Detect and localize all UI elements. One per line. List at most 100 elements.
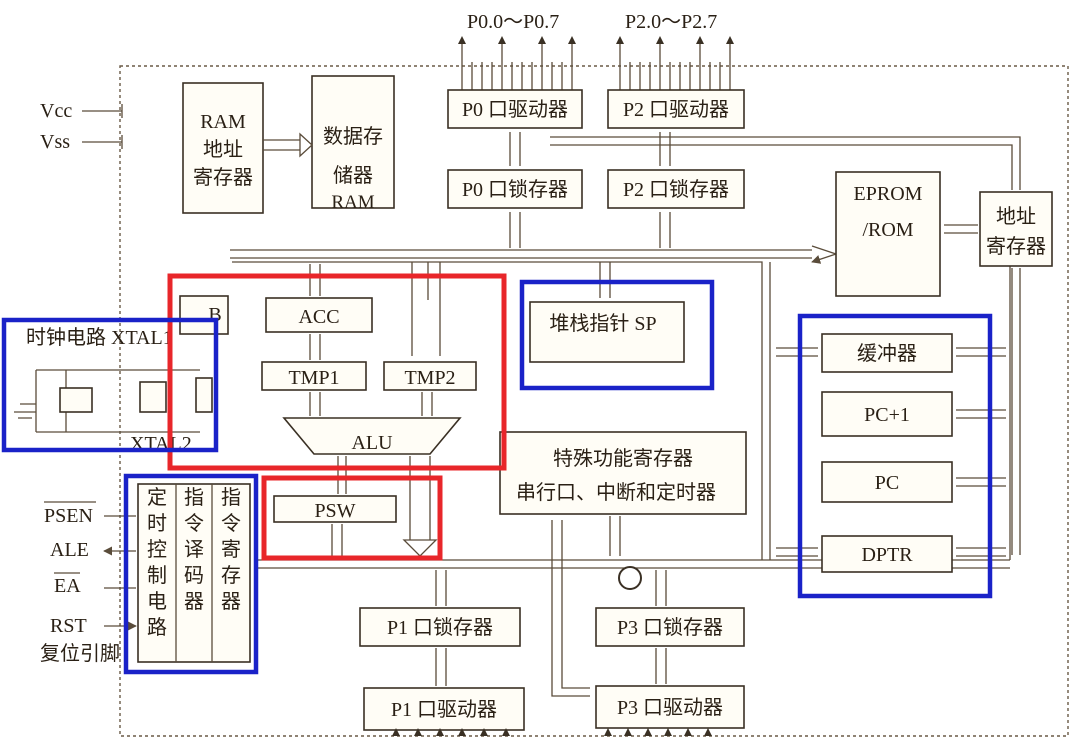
instruction-register-char-4: 存 — [221, 564, 241, 587]
tmp1-label: TMP1 — [288, 367, 339, 389]
p0-range-label: P0.0～P0.7 — [467, 11, 559, 33]
p3-latch-label: P3 口锁存器 — [617, 616, 723, 639]
dptr-label: DPTR — [861, 544, 913, 566]
instruction-register-char-1: 指 — [221, 486, 241, 509]
eprom-rom-line2: /ROM — [862, 219, 913, 241]
p1-driver-label: P1 口驱动器 — [391, 698, 497, 721]
data-ram-line1: 数据存 — [323, 125, 383, 148]
instruction-register-char-5: 器 — [221, 591, 241, 613]
p0-latch-label: P0 口锁存器 — [462, 178, 568, 201]
highlight-psw — [261, 475, 443, 561]
pc-plus-one — [821, 391, 953, 437]
timing-control-char-2: 时 — [147, 512, 167, 535]
instruction-register-text: 指 令 寄 存 器 — [221, 486, 241, 613]
instruction-decoder-char-4: 码 — [184, 565, 204, 587]
vss-pin-label: Vss — [40, 131, 70, 153]
ea-pin-label: EA — [54, 575, 81, 597]
stack-pointer — [529, 301, 685, 363]
program-counter — [821, 461, 953, 503]
p0-latch — [447, 169, 583, 209]
instruction-decoder-char-3: 译 — [184, 538, 204, 561]
p2-range-label: P2.0～P2.7 — [625, 11, 717, 33]
ram-address-register — [182, 82, 264, 214]
psw-label: PSW — [314, 500, 355, 522]
alu — [282, 417, 462, 455]
sfr-line2: 串行口、中断和定时器 — [516, 481, 716, 504]
reset-pin-label: 复位引脚 — [40, 642, 120, 665]
feedback-amp-icon — [139, 381, 167, 413]
address-register-line2: 寄存器 — [986, 235, 1046, 258]
ram-address-register-line2: 地址 — [203, 138, 243, 161]
control-unit — [137, 483, 251, 663]
psen-pin-label: PSEN — [44, 505, 93, 527]
buffer — [821, 333, 953, 373]
p1-latch — [359, 607, 521, 647]
special-function-registers — [499, 431, 747, 515]
b-register — [179, 295, 229, 335]
alu-label: ALU — [351, 432, 393, 454]
clock-circuit-label: 时钟电路 XTAL1 — [26, 326, 173, 349]
timing-control-char-6: 路 — [147, 616, 167, 639]
p2-latch-label: P2 口锁存器 — [623, 178, 729, 201]
chip-boundary — [119, 65, 1069, 737]
p0-driver — [447, 89, 583, 129]
instruction-decoder-char-5: 器 — [184, 591, 204, 613]
pc-plus-one-label: PC+1 — [864, 404, 910, 426]
highlight-alu-group — [167, 273, 507, 471]
instruction-decoder-char-2: 令 — [184, 512, 204, 535]
crystal-icon — [59, 387, 93, 413]
ram-address-register-line1: RAM — [200, 111, 246, 133]
dptr — [821, 535, 953, 573]
timing-control-char-3: 控 — [147, 538, 167, 561]
bottom-pin-arrows — [392, 728, 712, 736]
p2-driver — [607, 89, 745, 129]
p2-latch — [607, 169, 745, 209]
p0-pins — [458, 36, 576, 92]
tmp2-label: TMP2 — [404, 367, 455, 389]
timing-control-char-1: 定 — [147, 486, 167, 509]
data-ram-line3: RAM — [331, 192, 374, 213]
ale-pin-label: ALE — [50, 539, 89, 561]
tmp2-register — [383, 361, 477, 391]
data-ram-line2: 储器 — [333, 164, 373, 187]
address-register-line1: 地址 — [996, 205, 1036, 228]
p2-driver-label: P2 口驱动器 — [623, 98, 729, 121]
eprom-rom-line1: EPROM — [854, 183, 923, 205]
p3-driver-label: P3 口驱动器 — [617, 696, 723, 719]
xtal-pin-icon — [195, 377, 213, 413]
sfr-line1: 特殊功能寄存器 — [553, 447, 693, 470]
psw-register — [273, 495, 397, 523]
p0-driver-label: P0 口驱动器 — [462, 98, 568, 121]
p3-driver — [595, 685, 745, 729]
highlight-control-unit — [123, 473, 259, 675]
accumulator — [265, 297, 373, 333]
instruction-register-char-3: 寄 — [221, 538, 241, 561]
tmp1-register — [261, 361, 367, 391]
timing-control-text: 定 时 控 制 电 路 — [147, 486, 167, 639]
p2-pins — [616, 36, 734, 92]
timing-control-char-5: 电 — [147, 590, 167, 613]
ram-address-register-line3: 寄存器 — [193, 166, 253, 189]
highlight-stack-pointer — [519, 279, 715, 391]
clock-circuit — [14, 369, 213, 433]
magnifier-icon — [618, 566, 642, 590]
p3-latch — [595, 607, 745, 647]
buffer-label: 缓冲器 — [857, 342, 917, 365]
data-ram — [311, 75, 395, 209]
rst-pin-label: RST — [50, 615, 87, 637]
program-counter-label: PC — [875, 472, 899, 494]
stack-pointer-label: 堆栈指针 SP — [549, 312, 656, 335]
timing-control-char-4: 制 — [147, 564, 167, 587]
instruction-decoder-char-1: 指 — [184, 486, 204, 509]
instruction-register-char-2: 令 — [221, 512, 241, 535]
instruction-decoder-text: 指 令 译 码 器 — [184, 486, 204, 613]
vcc-pin-label: Vcc — [40, 100, 72, 122]
eprom-rom — [835, 171, 941, 297]
p1-latch-label: P1 口锁存器 — [387, 616, 493, 639]
highlight-pc-group — [797, 313, 993, 599]
highlight-clock — [1, 317, 219, 453]
p1-driver — [363, 687, 525, 731]
address-register — [979, 191, 1053, 267]
accumulator-label: ACC — [298, 306, 339, 328]
